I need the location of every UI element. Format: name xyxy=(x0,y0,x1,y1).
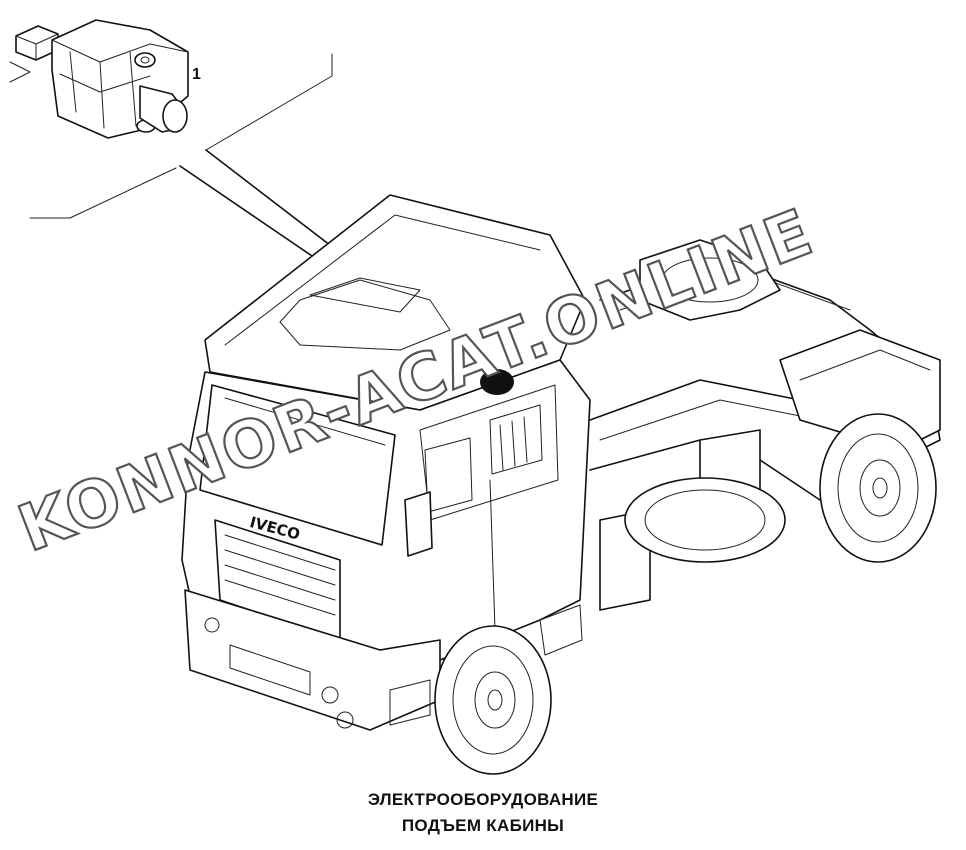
rear-wheel xyxy=(819,413,937,563)
switch-part-detail xyxy=(9,19,333,219)
caption-line-1: ЭЛЕКТРООБОРУДОВАНИЕ xyxy=(367,790,599,809)
part-callout-number: 1 xyxy=(192,66,201,83)
caption-line-2: ПОДЪЕМ КАБИНЫ xyxy=(401,816,565,835)
switch-location-marker xyxy=(480,369,514,395)
front-wheel xyxy=(434,625,552,775)
truck-cab: IVECO xyxy=(181,194,591,731)
